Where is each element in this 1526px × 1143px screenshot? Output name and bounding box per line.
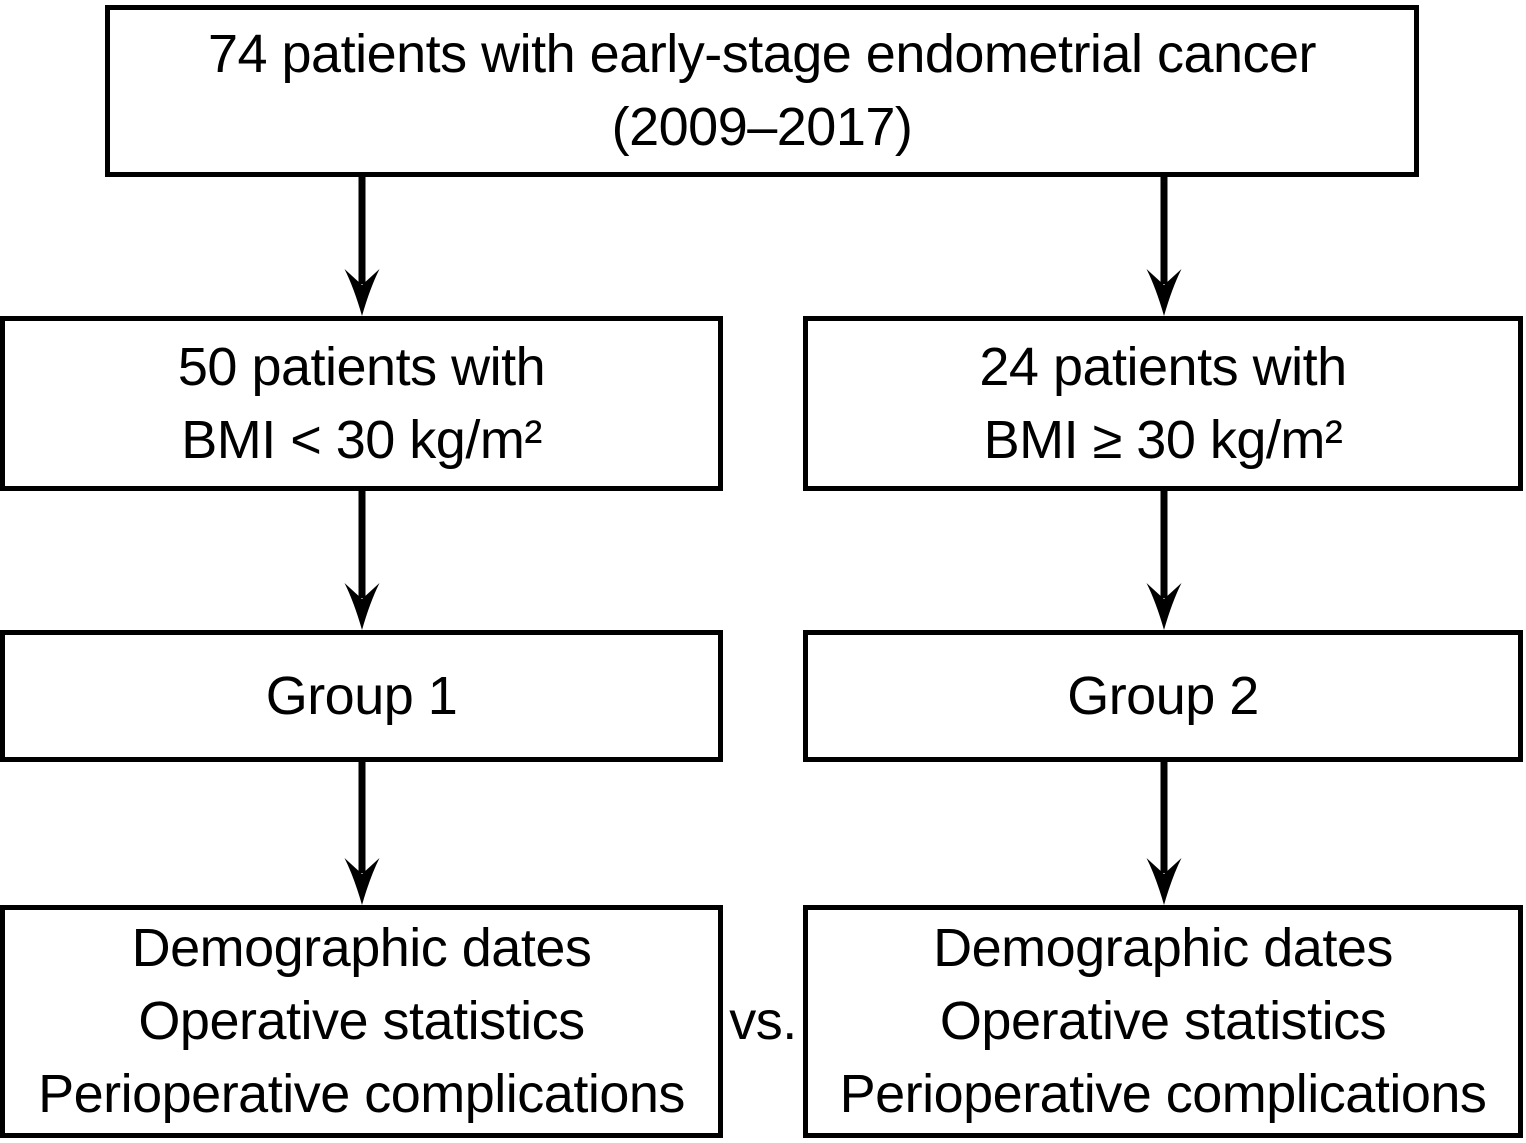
box-group-2-outcomes-line-1: Demographic dates <box>933 918 1393 978</box>
box-group-2-outcomes-line-2: Operative statistics <box>939 991 1387 1051</box>
arrow-group1-to-outcomes1 <box>344 762 380 905</box>
box-group-1-label: Group 1 <box>265 665 458 726</box>
box-group-1-outcomes: Demographic dates Operative statistics P… <box>0 905 723 1138</box>
box-total-patients-line-1: 74 patients with early-stage endometrial… <box>207 24 1317 84</box>
box-bmi-over-30: 24 patients with BMI ≥ 30 kg/m² <box>803 316 1523 491</box>
arrow-total-to-bmi-under <box>344 177 380 316</box>
vs-label: vs. <box>729 991 797 1051</box>
box-group-2-outcomes-line-3: Perioperative complications <box>839 1064 1487 1124</box>
box-bmi-over-30-line-2: BMI ≥ 30 kg/m² <box>983 409 1343 470</box>
box-group-2: Group 2 <box>803 630 1523 762</box>
box-bmi-under-30-line-1: 50 patients with <box>177 336 546 397</box>
box-group-2-label: Group 2 <box>1067 665 1259 726</box>
box-total-patients-line-2: (2009–2017) <box>611 97 913 157</box>
arrow-group2-to-outcomes2 <box>1146 762 1182 905</box>
box-group-1: Group 1 <box>0 630 723 762</box>
arrow-bmi-under-to-group1 <box>344 491 380 630</box>
box-group-1-outcomes-line-3: Perioperative complications <box>38 1064 685 1124</box>
box-group-2-outcomes: Demographic dates Operative statistics P… <box>803 905 1523 1138</box>
box-bmi-over-30-line-1: 24 patients with <box>979 336 1347 397</box>
box-bmi-under-30: 50 patients with BMI < 30 kg/m² <box>0 316 723 491</box>
box-total-patients: 74 patients with early-stage endometrial… <box>105 5 1419 177</box>
box-bmi-under-30-line-2: BMI < 30 kg/m² <box>181 409 542 470</box>
box-group-1-outcomes-line-2: Operative statistics <box>138 991 585 1051</box>
box-group-1-outcomes-line-1: Demographic dates <box>131 918 592 978</box>
arrow-total-to-bmi-over <box>1146 177 1182 316</box>
arrow-bmi-over-to-group2 <box>1146 491 1182 630</box>
